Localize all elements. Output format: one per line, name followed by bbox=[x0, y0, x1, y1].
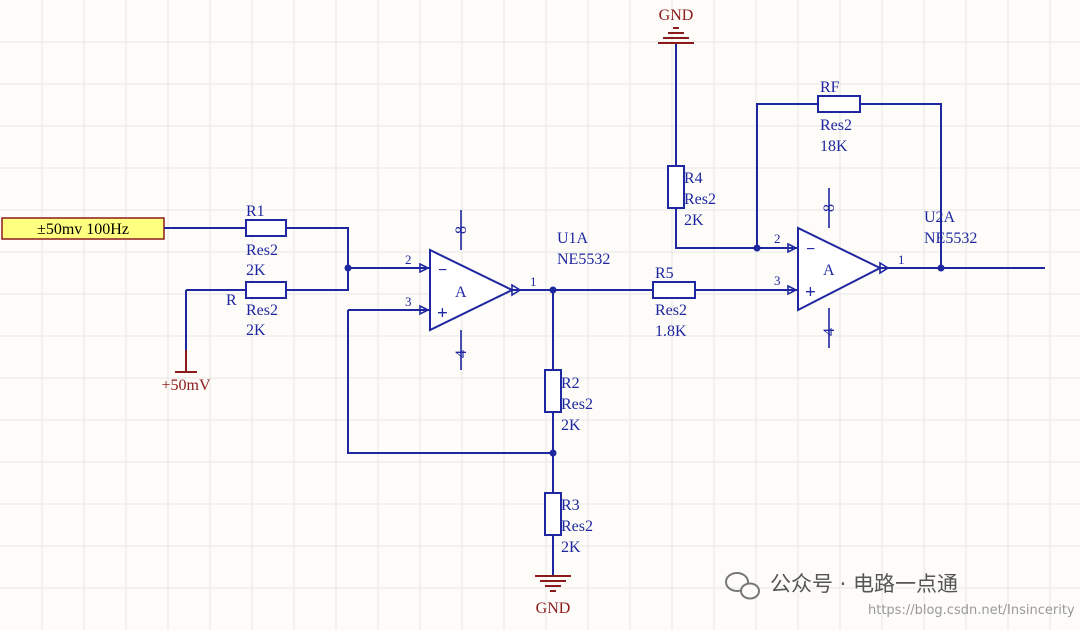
u2-pin-8: 8 bbox=[821, 204, 838, 212]
gnd-bottom-label: GND bbox=[536, 600, 571, 617]
r4-designator: R4 bbox=[684, 170, 703, 187]
u1-pin-3: 3 bbox=[405, 294, 412, 309]
u1-pin-4: 4 bbox=[453, 350, 470, 358]
r1-designator: R1 bbox=[246, 203, 265, 220]
u2-designator: U2A bbox=[924, 209, 956, 226]
junction-input bbox=[344, 264, 352, 272]
wechat-icon bbox=[725, 572, 760, 600]
input-source-port[interactable]: ±50mv 100Hz bbox=[1, 217, 165, 240]
r4-body bbox=[667, 165, 685, 209]
watermark: 公众号 · 电路一点通 https://blog.csdn.net/Insinc… bbox=[725, 572, 1075, 618]
resistor-r4[interactable]: R4 Res2 2K bbox=[667, 165, 716, 229]
rf-value: 18K bbox=[820, 138, 848, 155]
gnd-top-label: GND bbox=[659, 7, 694, 24]
r1-body bbox=[245, 219, 287, 237]
opamp-u2a[interactable]: − + A 2 3 1 8 4 U2A NE5532 bbox=[774, 188, 977, 348]
u2-pin-2: 2 bbox=[774, 231, 781, 246]
input-wires bbox=[164, 227, 420, 350]
u2-pin-4: 4 bbox=[821, 328, 838, 336]
r2-type: Res2 bbox=[561, 396, 593, 413]
u1-designator: U1A bbox=[557, 230, 589, 247]
rf-type: Res2 bbox=[820, 117, 852, 134]
resistor-r5[interactable]: R5 Res2 1.8K bbox=[652, 265, 696, 340]
u2-wires bbox=[675, 43, 1045, 291]
resistor-r2[interactable]: R2 Res2 2K bbox=[544, 369, 593, 434]
u1-pin-2: 2 bbox=[405, 252, 412, 267]
u2-pin-3: 3 bbox=[774, 273, 781, 288]
rf-body bbox=[817, 95, 861, 113]
r2-designator: R2 bbox=[561, 375, 580, 392]
u1-pin-1: 1 bbox=[530, 274, 537, 289]
u1-plus-sign: + bbox=[437, 303, 448, 324]
u1-pin-8: 8 bbox=[453, 226, 470, 234]
watermark-url: https://blog.csdn.net/Insincerity bbox=[868, 603, 1075, 618]
r2-value: 2K bbox=[561, 417, 581, 434]
r-value: 2K bbox=[246, 322, 266, 339]
r1-value: 2K bbox=[246, 262, 266, 279]
junction-feedback bbox=[549, 449, 557, 457]
r-body bbox=[245, 281, 287, 299]
r3-value: 2K bbox=[561, 539, 581, 556]
source-port-label: ±50mv 100Hz bbox=[37, 221, 129, 238]
u2-minus-sign: − bbox=[806, 241, 815, 258]
u2-plus-sign: + bbox=[805, 282, 816, 303]
junction-u2-out bbox=[937, 264, 945, 272]
resistor-rf[interactable]: RF Res2 18K bbox=[817, 79, 861, 155]
u1-label: A bbox=[455, 284, 467, 301]
u1-triangle bbox=[429, 248, 515, 332]
bias-r-label: R bbox=[226, 292, 237, 309]
bias-value: +50mV bbox=[161, 377, 210, 394]
r1-type: Res2 bbox=[246, 242, 278, 259]
r5-value: 1.8K bbox=[655, 323, 687, 340]
u2-part: NE5532 bbox=[924, 230, 977, 247]
u2-triangle bbox=[797, 226, 883, 312]
watermark-text: 公众号 · 电路一点通 bbox=[770, 572, 958, 596]
gnd-symbol-bottom: GND bbox=[535, 575, 571, 617]
r4-type: Res2 bbox=[684, 191, 716, 208]
u2-label: A bbox=[823, 262, 835, 279]
r3-type: Res2 bbox=[561, 518, 593, 535]
opamp-u1a[interactable]: − + A 2 3 1 8 4 U1A NE5532 bbox=[405, 210, 610, 370]
r4-value: 2K bbox=[684, 212, 704, 229]
resistor-r1[interactable]: R1 Res2 2K bbox=[245, 203, 287, 279]
r-type: Res2 bbox=[246, 302, 278, 319]
u1-wires bbox=[347, 267, 653, 576]
r3-designator: R3 bbox=[561, 497, 580, 514]
r5-type: Res2 bbox=[655, 302, 687, 319]
u2-pin-1: 1 bbox=[898, 252, 905, 267]
gnd-symbol-top: GND bbox=[658, 7, 694, 44]
rf-designator: RF bbox=[820, 79, 840, 96]
u1-part: NE5532 bbox=[557, 251, 610, 268]
junction-u1-out bbox=[549, 286, 557, 294]
r3-body bbox=[544, 492, 562, 536]
u1-minus-sign: − bbox=[438, 262, 447, 279]
bias-power-symbol: +50mV bbox=[161, 350, 211, 394]
resistor-r[interactable]: Res2 2K bbox=[245, 281, 287, 339]
resistor-r3[interactable]: R3 Res2 2K bbox=[544, 492, 593, 556]
r5-designator: R5 bbox=[655, 265, 674, 282]
junction-u2-neg bbox=[753, 244, 761, 252]
r5-body bbox=[652, 281, 696, 299]
r2-body bbox=[544, 369, 562, 413]
